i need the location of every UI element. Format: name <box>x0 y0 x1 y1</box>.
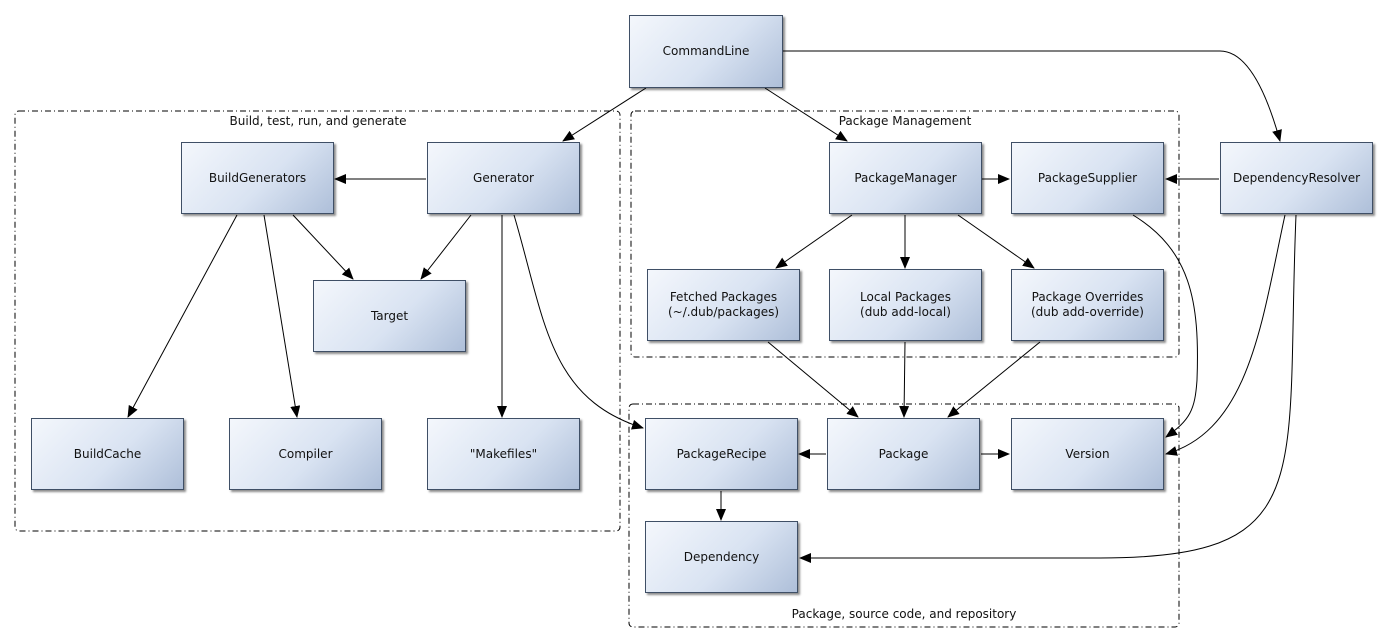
edge-commandline-generator <box>562 87 647 142</box>
node-local-packages[interactable]: Local Packages (dub add-local) <box>829 269 982 341</box>
group-label-build: Build, test, run, and generate <box>229 114 407 128</box>
edge-overrides-package <box>947 341 1041 418</box>
group-border-build <box>14 110 621 532</box>
node-packagemanager[interactable]: PackageManager <box>829 142 982 214</box>
group-label-package-management: Package Management <box>838 114 972 128</box>
edge-local-package <box>899 341 910 418</box>
node-buildcache[interactable]: BuildCache <box>31 418 184 490</box>
node-version[interactable]: Version <box>1011 418 1164 490</box>
edge-buildgenerators-target <box>292 214 354 280</box>
node-packagesupplier[interactable]: PackageSupplier <box>1011 142 1164 214</box>
node-fetched-packages[interactable]: Fetched Packages (~/.dub/packages) <box>647 269 800 341</box>
node-makefiles[interactable]: "Makefiles" <box>427 418 580 490</box>
edge-commandline-packagemanager <box>764 87 848 142</box>
edge-packagemanager-overrides <box>957 214 1035 269</box>
edge-packagesupplier-version <box>1132 214 1198 438</box>
node-dependency[interactable]: Dependency <box>645 521 798 593</box>
group-label-package-source: Package, source code, and repository <box>791 607 1017 621</box>
edge-fetched-package <box>767 341 859 418</box>
node-packagerecipe[interactable]: PackageRecipe <box>645 418 798 490</box>
node-target[interactable]: Target <box>313 280 466 352</box>
node-compiler[interactable]: Compiler <box>229 418 382 490</box>
group-border-package-management <box>630 110 1180 358</box>
edge-dependencyresolver-version <box>1165 214 1286 456</box>
node-commandline[interactable]: CommandLine <box>629 15 783 88</box>
edge-generator-packagerecipe <box>513 214 644 430</box>
node-dependencyresolver[interactable]: DependencyResolver <box>1220 142 1373 214</box>
edge-commandline-dependencyresolver <box>783 50 1282 142</box>
edge-packagemanager-fetched <box>775 214 853 269</box>
node-buildgenerators[interactable]: BuildGenerators <box>181 142 334 214</box>
edge-buildgenerators-buildcache <box>127 214 238 418</box>
edge-generator-target <box>420 214 472 280</box>
edge-buildgenerators-compiler <box>263 214 301 418</box>
node-generator[interactable]: Generator <box>427 142 580 214</box>
node-package-overrides[interactable]: Package Overrides (dub add-override) <box>1011 269 1164 341</box>
group-border-package-source <box>628 403 1180 628</box>
node-package[interactable]: Package <box>827 418 980 490</box>
edge-dependencyresolver-dependency <box>799 214 1297 563</box>
